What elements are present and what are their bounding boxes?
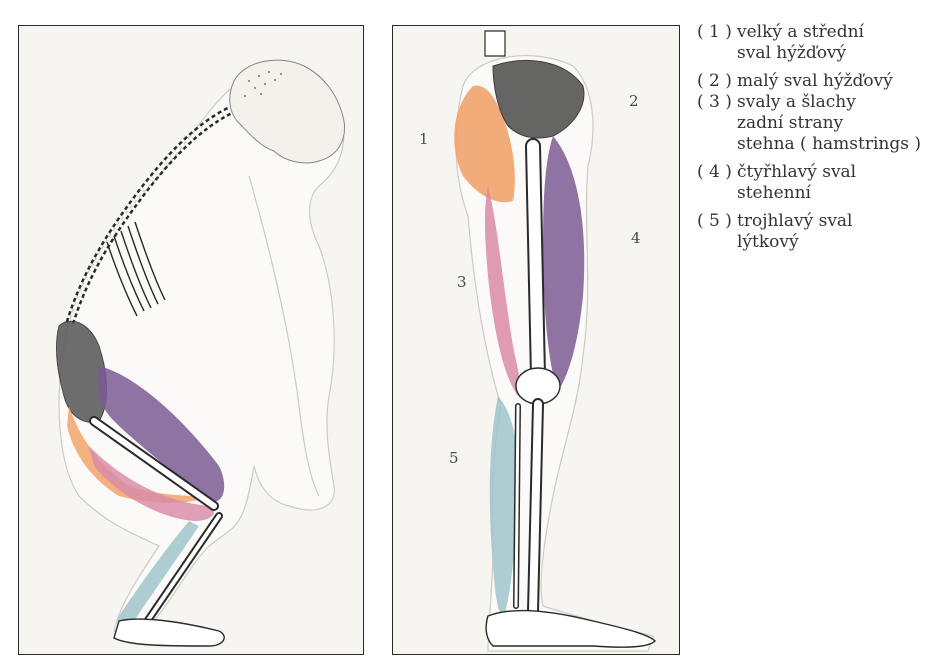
- legend-num-1: ( 1 ): [697, 22, 732, 43]
- label-5: 5: [449, 449, 459, 467]
- legend-item-1: ( 1 ) velký a střední sval hýžďový: [697, 22, 937, 64]
- label-4: 4: [631, 229, 641, 247]
- chimpanzee-illustration: [19, 26, 364, 655]
- label-2: 2: [629, 92, 639, 110]
- human-femur-inner: [533, 146, 538, 376]
- human-tibia-inner: [533, 404, 538, 611]
- chimpanzee-panel: [18, 25, 364, 655]
- legend: ( 1 ) velký a střední sval hýžďový ( 2 )…: [697, 22, 937, 260]
- legend-item-2: ( 2 ) malý sval hýžďový: [697, 71, 937, 92]
- human-foot: [486, 611, 655, 648]
- human-fibula-inner: [516, 406, 518, 606]
- legend-text-5: trojhlavý sval lýtkový: [737, 211, 937, 253]
- legend-text-1: velký a střední sval hýžďový: [737, 22, 937, 64]
- legend-text-4: čtyřhlavý sval stehenní: [737, 162, 937, 204]
- legend-item-5: ( 5 ) trojhlavý sval lýtkový: [697, 211, 937, 253]
- human-panel: 1 2 3 4 5: [392, 25, 680, 655]
- legend-text-2: malý sval hýžďový: [737, 71, 937, 92]
- legend-num-3: ( 3 ): [697, 92, 732, 113]
- human-illustration: [393, 26, 680, 655]
- legend-num-5: ( 5 ): [697, 211, 732, 232]
- chimpanzee-foot: [114, 619, 224, 646]
- label-1: 1: [419, 130, 429, 148]
- legend-text-3: svaly a šlachy zadní strany stehna ( ham…: [737, 92, 937, 155]
- legend-num-4: ( 4 ): [697, 162, 732, 183]
- legend-item-4: ( 4 ) čtyřhlavý sval stehenní: [697, 162, 937, 204]
- human-sacrum: [485, 31, 505, 56]
- legend-item-3: ( 3 ) svaly a šlachy zadní strany stehna…: [697, 92, 937, 155]
- label-3: 3: [457, 273, 467, 291]
- legend-num-2: ( 2 ): [697, 71, 732, 92]
